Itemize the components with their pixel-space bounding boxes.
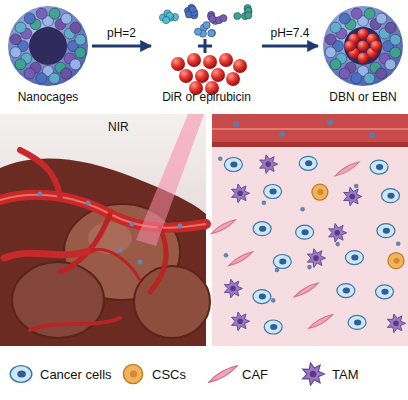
- caf-cell: [228, 250, 254, 268]
- nanocage-figure: [8, 6, 88, 86]
- figure-label: DBN or EBN: [320, 90, 406, 104]
- legend-icon: [6, 362, 36, 386]
- tissue-cells: [210, 155, 405, 334]
- cancer-cell: [299, 156, 317, 170]
- legend-entry: Cancer cells: [6, 362, 112, 386]
- cancer-cell: [10, 366, 32, 383]
- figure-node: DBN or EBN: [320, 4, 406, 106]
- legend-icon: [118, 362, 148, 386]
- caf-cell: [208, 363, 238, 384]
- tam-cell: [232, 312, 250, 331]
- tissue-scene: [212, 114, 408, 346]
- cancer-cell: [377, 224, 395, 238]
- tam-cell: [303, 363, 325, 385]
- scene-label: NIR: [108, 120, 129, 134]
- cancer-cell: [376, 285, 394, 299]
- figure-label: DiR or epirubicin: [153, 90, 260, 104]
- cancer-cell: [253, 290, 271, 304]
- caf-cell: [293, 281, 319, 299]
- legend-entry: TAM: [298, 362, 358, 386]
- nanocage-figure: [323, 6, 403, 86]
- legend-icon: [298, 362, 328, 386]
- subunits-and-drug: [159, 4, 252, 95]
- cancer-cell: [345, 251, 363, 265]
- csc-cell: [388, 253, 404, 269]
- process-arrow: [92, 45, 151, 48]
- cancer-cell: [382, 189, 400, 203]
- cancer-cell: [348, 315, 366, 329]
- tam-cell: [329, 224, 347, 243]
- legend-entry: CAF: [208, 362, 268, 386]
- legend-text: TAM: [332, 367, 358, 382]
- caf-cell: [334, 160, 360, 178]
- figure-label: Nanocages: [6, 90, 90, 104]
- legend-text: CSCs: [152, 367, 186, 382]
- legend-text: Cancer cells: [40, 367, 112, 382]
- tumor-scene: [0, 114, 210, 346]
- legend-text: CAF: [242, 367, 268, 382]
- condition-label: pH=7.4: [268, 26, 311, 40]
- csc-cell: [123, 364, 142, 383]
- figure-node: Nanocages: [6, 4, 90, 106]
- caf-cell: [307, 313, 333, 331]
- cancer-cell: [264, 185, 282, 199]
- cancer-cell: [224, 158, 242, 172]
- csc-cell: [312, 184, 328, 200]
- cancer-cell: [370, 160, 388, 174]
- cancer-cell: [337, 284, 355, 298]
- cancer-cell: [296, 225, 314, 239]
- cancer-cell: [264, 320, 282, 334]
- cancer-cell: [253, 222, 271, 236]
- tam-cell: [232, 184, 250, 203]
- legend-icon: [208, 362, 238, 386]
- cancer-cell: [273, 255, 291, 269]
- figure-node: DiR or epirubicin: [153, 4, 260, 106]
- process-arrow: [262, 45, 318, 48]
- tam-cell: [260, 155, 278, 174]
- tam-cell: [307, 249, 325, 268]
- tam-cell: [344, 187, 362, 206]
- legend-entry: CSCs: [118, 362, 186, 386]
- condition-label: pH=2: [105, 26, 138, 40]
- caf-cell: [210, 218, 236, 236]
- tam-cell: [387, 314, 405, 333]
- tam-cell: [224, 279, 242, 298]
